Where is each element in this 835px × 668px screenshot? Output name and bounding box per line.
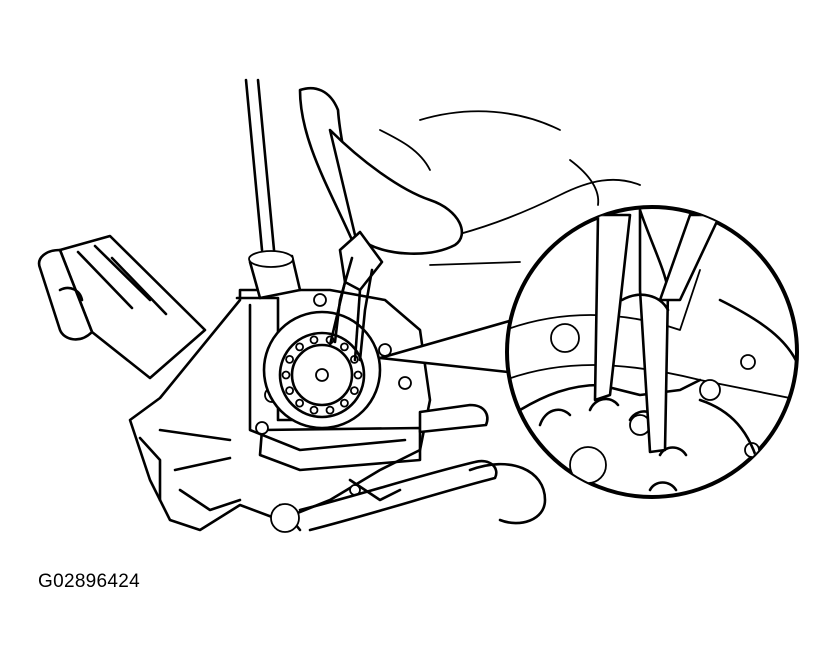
gear-tooth <box>295 342 305 352</box>
top-cylinder <box>248 250 302 300</box>
gear-tooth <box>325 405 335 415</box>
gear-tooth <box>295 398 305 408</box>
gear-tooth <box>339 398 349 408</box>
detail-circle <box>505 205 799 499</box>
gear-tooth <box>285 354 295 364</box>
spring-gear <box>262 310 382 430</box>
gear-tooth <box>353 370 363 380</box>
gear-tooth <box>339 342 349 352</box>
cable-rod <box>244 78 276 252</box>
gear-tooth <box>309 335 319 345</box>
gear-tooth <box>285 386 295 396</box>
gear-tooth <box>281 370 291 380</box>
snap-ring-pliers <box>298 86 464 362</box>
gear-tooth <box>309 405 319 415</box>
gear-tooth <box>349 386 359 396</box>
figure-code: G02896424 <box>38 571 141 592</box>
lower-bracket <box>270 403 547 533</box>
hand-sleeve <box>379 110 561 171</box>
motor-body <box>37 234 207 380</box>
